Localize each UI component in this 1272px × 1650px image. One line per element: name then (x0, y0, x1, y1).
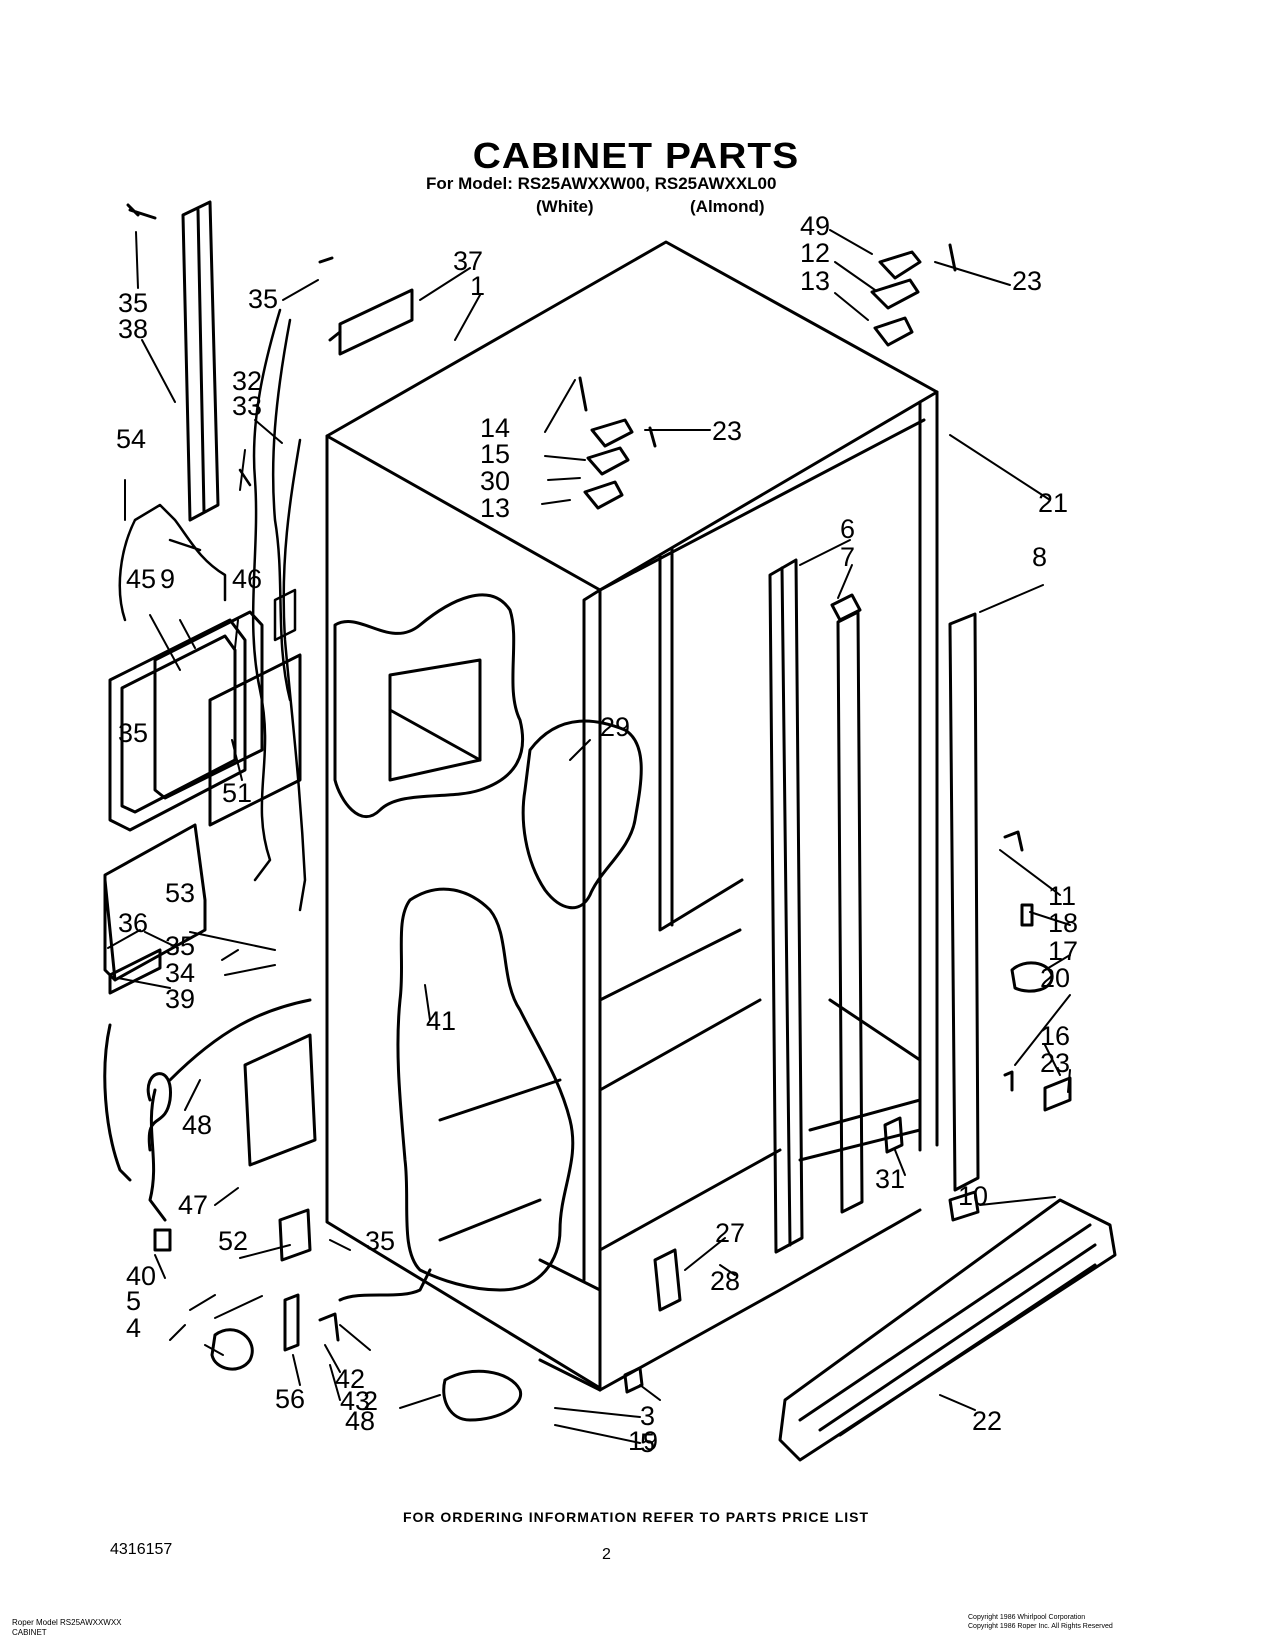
callout-35: 35 (165, 931, 195, 961)
callout-29: 29 (600, 712, 630, 742)
callout-47: 47 (178, 1190, 208, 1220)
callout-20: 20 (1040, 963, 1070, 993)
callout-56: 56 (275, 1384, 305, 1414)
callout-23: 23 (712, 416, 742, 446)
left-trim-rail (126, 200, 220, 522)
callout-35: 35 (118, 288, 148, 318)
wire-harness (238, 308, 307, 912)
callout-8: 8 (1032, 542, 1047, 572)
ordering-note: FOR ORDERING INFORMATION REFER TO PARTS … (402, 1509, 870, 1525)
callout-13: 13 (800, 266, 830, 296)
callout-35: 35 (365, 1226, 395, 1256)
fine-print-right: Copyright 1986 Whirlpool Corporation Cop… (968, 1614, 1113, 1630)
fine-print-left: Roper Model RS25AWXXWXX CABINET (12, 1618, 122, 1637)
toe-grille-icon (778, 1198, 1117, 1462)
callout-1: 1 (470, 271, 485, 301)
top-bracket (318, 256, 414, 356)
door-trim-strips (768, 558, 980, 1254)
callout-48: 48 (182, 1110, 212, 1140)
callout-30: 30 (480, 466, 510, 496)
callout-10: 10 (958, 1181, 988, 1211)
callout-45: 45 (126, 564, 156, 594)
callout-28: 28 (710, 1266, 740, 1296)
callout-49: 49 (800, 211, 830, 241)
hinge-part-icon (578, 243, 957, 510)
callout-52: 52 (218, 1226, 248, 1256)
callout-11: 11 (1048, 881, 1076, 911)
variant-white-label: (White) (536, 197, 594, 216)
callout-32: 32 (232, 366, 262, 396)
variant-almond-label: (Almond) (690, 197, 765, 216)
callout-37: 37 (453, 246, 483, 276)
callout-40: 40 (126, 1261, 156, 1291)
callout-27: 27 (715, 1218, 745, 1248)
callout-36: 36 (118, 908, 148, 938)
callout-53: 53 (165, 878, 195, 908)
callout-33: 33 (232, 391, 262, 421)
callout-23: 23 (1040, 1048, 1070, 1078)
callout-41: 41 (426, 1006, 456, 1036)
lower-left-parts (103, 948, 682, 1422)
right-side-parts (883, 830, 1072, 1222)
callout-5: 5 (126, 1286, 141, 1316)
callout-7: 7 (840, 542, 855, 572)
callout-48: 48 (345, 1406, 375, 1436)
callout-12: 12 (800, 238, 830, 268)
callout-22: 22 (972, 1406, 1002, 1436)
callout-38: 38 (118, 314, 148, 344)
callout-23: 23 (1012, 266, 1042, 296)
callout-5: 5 (640, 1428, 655, 1458)
callout-54: 54 (116, 424, 146, 454)
callout-15: 15 (480, 439, 510, 469)
callout-43: 43 (340, 1386, 370, 1416)
callout-4: 4 (126, 1313, 141, 1343)
callout-31: 31 (875, 1164, 905, 1194)
model-line: For Model: RS25AWXXW00, RS25AWXXL00 (426, 174, 777, 193)
callout-39: 39 (165, 984, 195, 1014)
page-number: 2 (602, 1546, 611, 1563)
dispenser-frame-assembly (108, 610, 302, 832)
callout-3: 3 (640, 1401, 655, 1431)
callout-17: 17 (1048, 936, 1078, 966)
dispenser-panel (103, 823, 207, 982)
refrigerator-cabinet-illustration (325, 240, 939, 1392)
callout-35: 35 (248, 284, 278, 314)
callout-19: 19 (628, 1426, 658, 1456)
callout-16: 16 (1040, 1021, 1070, 1051)
page-title: CABINET PARTS (472, 135, 800, 176)
leader-lines (107, 229, 1071, 1444)
callout-42: 42 (335, 1364, 365, 1394)
callout-9: 9 (160, 564, 175, 594)
callout-34: 34 (165, 958, 195, 988)
callout-14: 14 (480, 413, 510, 443)
callout-18: 18 (1048, 908, 1078, 938)
callout-46: 46 (232, 564, 262, 594)
callout-35: 35 (118, 718, 148, 748)
document-number: 4316157 (110, 1541, 173, 1558)
callout-21: 21 (1038, 488, 1068, 518)
dispenser-harness (118, 503, 227, 622)
callout-6: 6 (840, 514, 855, 544)
callout-13: 13 (480, 493, 510, 523)
callout-2: 2 (363, 1386, 378, 1416)
callout-51: 51 (222, 778, 252, 808)
